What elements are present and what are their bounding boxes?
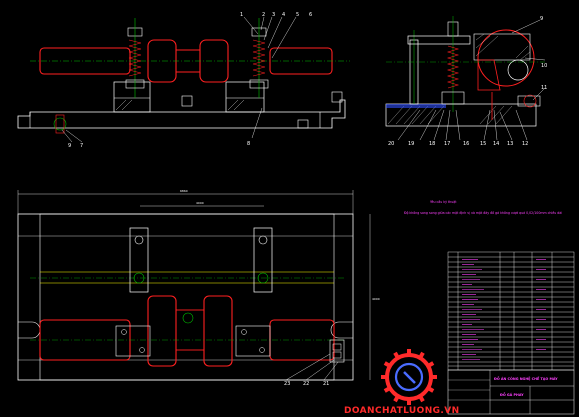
notes-title: Yêu cầu kỹ thuật: [430, 200, 457, 204]
balloon: 5: [296, 12, 299, 18]
balloon: 22: [303, 381, 309, 387]
balloon: 13: [507, 141, 513, 147]
balloon: 12: [522, 141, 528, 147]
drawing-title: ĐỒ ÁN CÔNG NGHỆ CHẾ TẠO MÁY: [494, 375, 558, 381]
balloon: 6: [309, 12, 312, 18]
balloon: 4: [282, 12, 285, 18]
notes-line: Độ không song song giữa các mặt định vị …: [404, 211, 562, 215]
drawing-name: ĐỒ GÁ PHAY: [500, 392, 524, 397]
balloon: 20: [388, 141, 394, 147]
balloon: 1: [240, 12, 243, 18]
balloon: 15: [480, 141, 486, 147]
balloon: 10: [541, 63, 547, 69]
balloon: 9: [540, 16, 543, 22]
watermark-text: DOANCHATLUONG.VN: [344, 406, 460, 416]
balloon: 11: [541, 85, 547, 91]
balloon: 17: [444, 141, 450, 147]
balloon: 7: [80, 143, 83, 149]
dimension-inner: 4000: [196, 201, 204, 205]
side-view: 9 10 11 12 13 14 15 16 17 18 19 20: [385, 16, 547, 147]
balloon: 16: [463, 141, 469, 147]
dimension-height: 4000: [372, 297, 380, 301]
parts-list: [447, 251, 575, 371]
balloon: 8: [247, 141, 250, 147]
balloon: 14: [493, 141, 499, 147]
balloon: 2: [262, 12, 265, 18]
dimension-overall: 6860: [180, 189, 188, 193]
balloon: 19: [408, 141, 414, 147]
gear-logo-icon: [381, 349, 437, 405]
balloon: 3: [272, 12, 275, 18]
technical-notes: Yêu cầu kỹ thuật Độ không song song giữa…: [404, 200, 562, 215]
title-block: ĐỒ ÁN CÔNG NGHỆ CHẾ TẠO MÁY ĐỒ GÁ PHAY: [447, 369, 575, 415]
top-view: 6860 4000 4000: [17, 189, 380, 387]
balloon: 9: [68, 143, 71, 149]
balloon: 18: [429, 141, 435, 147]
balloon: 21: [323, 381, 329, 387]
balloon: 23: [284, 381, 290, 387]
front-view: 1 2 3 4 5 6 7 8 9: [17, 12, 350, 149]
